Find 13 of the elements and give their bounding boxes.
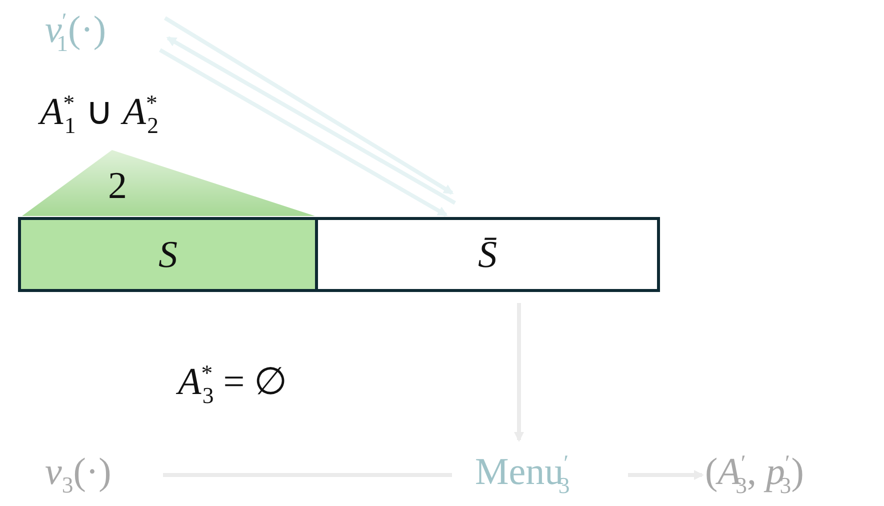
math-label: (A$^{′}$$_{3}$, p$^{′}$$_{3}$) [705, 452, 804, 494]
triangle-label: 2 [108, 166, 127, 208]
arrow [166, 36, 456, 205]
set-name: S [158, 232, 178, 276]
math-label: A$^{*}$$_{3}$ = ∅ [178, 362, 288, 404]
bar-segment [315, 217, 660, 292]
arrow [164, 16, 454, 195]
set-name: S̄ [478, 232, 497, 276]
bar-segment [18, 217, 318, 292]
math-label: v$^{′}$$_{1}$(·) [45, 10, 106, 52]
math-label: v$_{3}$(·) [45, 452, 112, 494]
arrow [159, 48, 448, 217]
triangle-shape [20, 148, 316, 216]
